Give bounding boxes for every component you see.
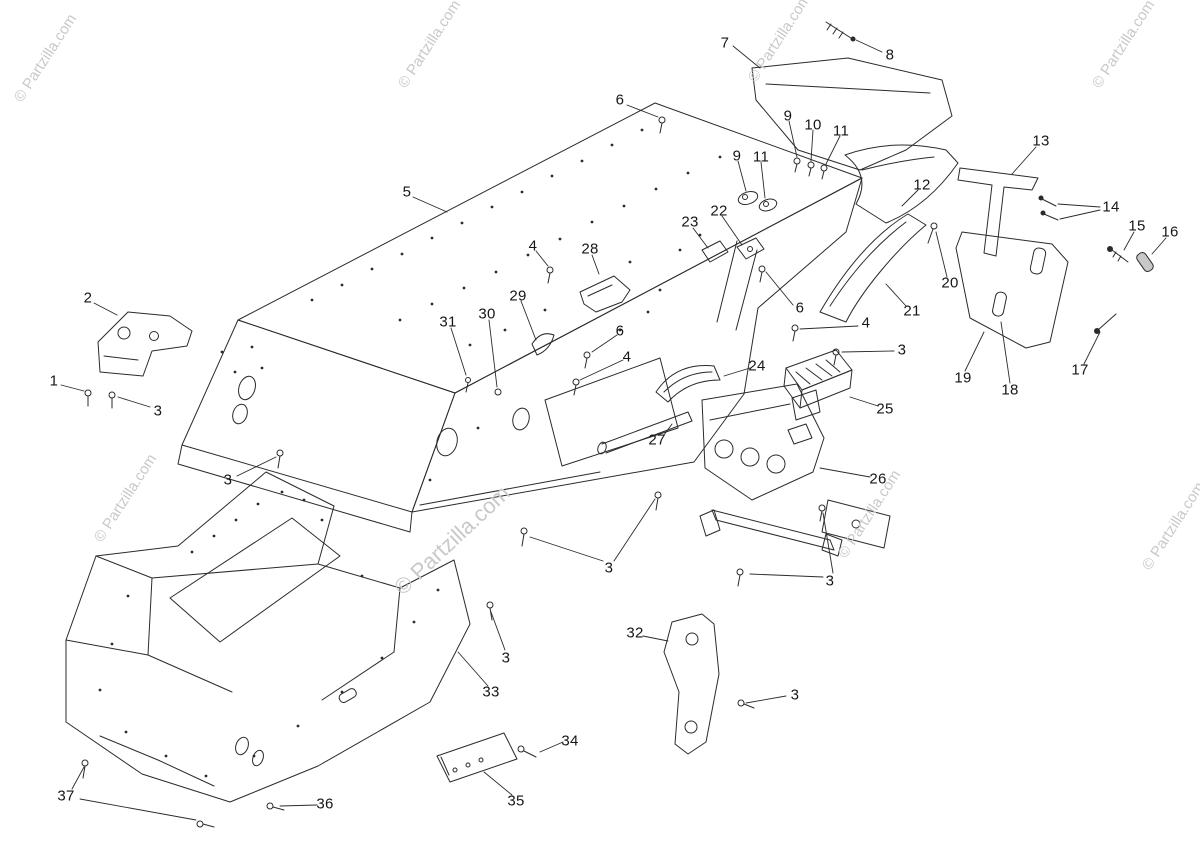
bolt-3e1 [736, 568, 744, 587]
vent-block-25 [783, 349, 853, 421]
bolt-3e2 [818, 504, 826, 522]
mid-parts [276, 265, 891, 587]
bolt-37b [196, 820, 215, 828]
side-panel-18-19 [955, 231, 1069, 349]
bolt-3d2 [520, 527, 528, 547]
bolt-3 [108, 391, 116, 409]
screw-15 [1107, 246, 1129, 263]
screw-8 [825, 21, 856, 42]
bolt-4b [791, 324, 799, 342]
bolt-37a [81, 759, 89, 779]
bolt-6c [583, 351, 591, 369]
clip-22 [736, 237, 765, 260]
screw-34 [517, 745, 537, 758]
right-side-parts [819, 167, 1154, 349]
screws-9-10-11 [793, 157, 828, 180]
tunnel-assembly [177, 102, 863, 533]
bracket-2 [97, 311, 193, 377]
topface-parts [465, 116, 778, 396]
footwell-assembly [65, 471, 755, 828]
hole-30 [494, 388, 502, 396]
rod-27 [597, 411, 693, 455]
bracket-32 [663, 613, 720, 755]
bolt-3b [276, 449, 284, 469]
bolt-36 [266, 802, 285, 811]
bolt-3f [737, 699, 755, 709]
leader-lines [60, 39, 1167, 821]
bracket-29 [531, 333, 555, 356]
lower-rail [699, 499, 891, 557]
bolt-4c [572, 378, 580, 396]
bracket-26 [701, 383, 825, 501]
tunnel-end-face [181, 319, 456, 513]
rivet-holes [220, 128, 722, 482]
tread-plate [544, 357, 679, 467]
bolt-31 [465, 377, 471, 393]
rear-panel-assembly [751, 21, 959, 224]
footwell-opening [169, 517, 341, 643]
bolt-6b [758, 265, 766, 283]
screw-17 [1094, 313, 1117, 334]
bolt-3g [832, 348, 840, 366]
clip-23 [701, 240, 729, 263]
bracket-28 [579, 275, 631, 313]
rear-flap [844, 144, 959, 224]
tunnel-side-face [411, 177, 863, 513]
screws-14 [1038, 195, 1059, 221]
trim-blade-21 [819, 213, 927, 323]
bolt-3d1 [654, 491, 662, 511]
bolt-4a [546, 266, 554, 284]
footwell-rivets [98, 490, 440, 778]
rear-panel [751, 57, 953, 171]
grip-24 [655, 365, 721, 403]
spacer-16 [1136, 252, 1154, 272]
bolt-20 [927, 222, 938, 244]
bracket-13 [957, 167, 1039, 257]
bolt-6a [658, 116, 666, 134]
bolt-3c [486, 601, 494, 621]
bolt-1 [84, 389, 92, 407]
tunnel-top-face [237, 102, 863, 394]
plate-35 [436, 732, 518, 783]
footwell-body [65, 471, 471, 803]
front-bracket-assembly [84, 311, 193, 409]
